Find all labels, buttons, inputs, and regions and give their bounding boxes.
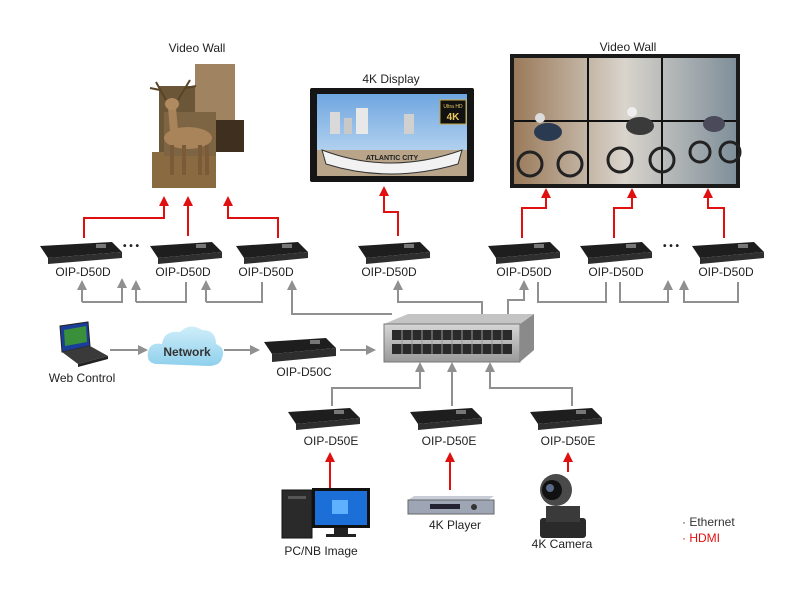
4k-player-icon (407, 496, 495, 515)
controller-label: OIP-D50C (276, 365, 332, 379)
badge-4k-text: 4K (447, 112, 461, 123)
web-control-label: Web Control (48, 371, 116, 385)
badge-ultra-text: Ultra HD (443, 104, 463, 110)
4k-badge: Ultra HD 4K (439, 99, 467, 125)
decoder-7 (692, 242, 764, 264)
camera-label: 4K Camera (531, 537, 593, 551)
laptop-icon (59, 321, 108, 367)
video-wall-left (149, 64, 244, 188)
display-sign-text: ATLANTIC CITY (366, 155, 419, 162)
encoder-3 (530, 408, 602, 430)
decoder-1-label: OIP-D50D (55, 265, 111, 279)
video-wall-right-title: Video Wall (599, 40, 657, 54)
decoder-1 (40, 242, 122, 264)
pc-image-label: PC/NB Image (284, 544, 358, 558)
ellipsis-right: • • • (662, 241, 680, 252)
legend-hdmi: · HDMI (682, 531, 720, 545)
display-4k: ATLANTIC CITY Ultra HD 4K (310, 88, 474, 182)
ellipsis-left: • • • (122, 241, 140, 252)
pc-monitor-icon (281, 488, 370, 539)
decoder-3 (236, 242, 308, 264)
network-label: Network (163, 345, 211, 359)
hdmi-lines (83, 186, 725, 490)
decoder-2-label: OIP-D50D (155, 265, 211, 279)
video-wall-right (510, 54, 742, 188)
network-cloud-icon (147, 326, 224, 366)
encoder-1 (288, 408, 360, 430)
network-switch (383, 314, 534, 363)
video-wall-left-title: Video Wall (168, 41, 226, 55)
4k-camera-icon (540, 474, 586, 538)
encoder-3-label: OIP-D50E (540, 434, 596, 448)
legend-ethernet: · Ethernet (682, 515, 735, 529)
decoder-5-label: OIP-D50D (496, 265, 552, 279)
controller-device (264, 338, 336, 362)
decoder-7-label: OIP-D50D (698, 265, 754, 279)
encoder-2 (410, 408, 482, 430)
player-label: 4K Player (428, 518, 482, 532)
decoder-4-label: OIP-D50D (361, 265, 417, 279)
encoder-1-label: OIP-D50E (303, 434, 359, 448)
decoder-2 (150, 242, 222, 264)
decoder-4 (358, 242, 430, 264)
display-4k-title: 4K Display (362, 72, 420, 86)
encoder-2-label: OIP-D50E (421, 434, 477, 448)
decoder-6-label: OIP-D50D (588, 265, 644, 279)
decoder-6 (580, 242, 652, 264)
ethernet-lines (77, 278, 739, 406)
decoder-5 (488, 242, 560, 264)
decoder-3-label: OIP-D50D (238, 265, 294, 279)
